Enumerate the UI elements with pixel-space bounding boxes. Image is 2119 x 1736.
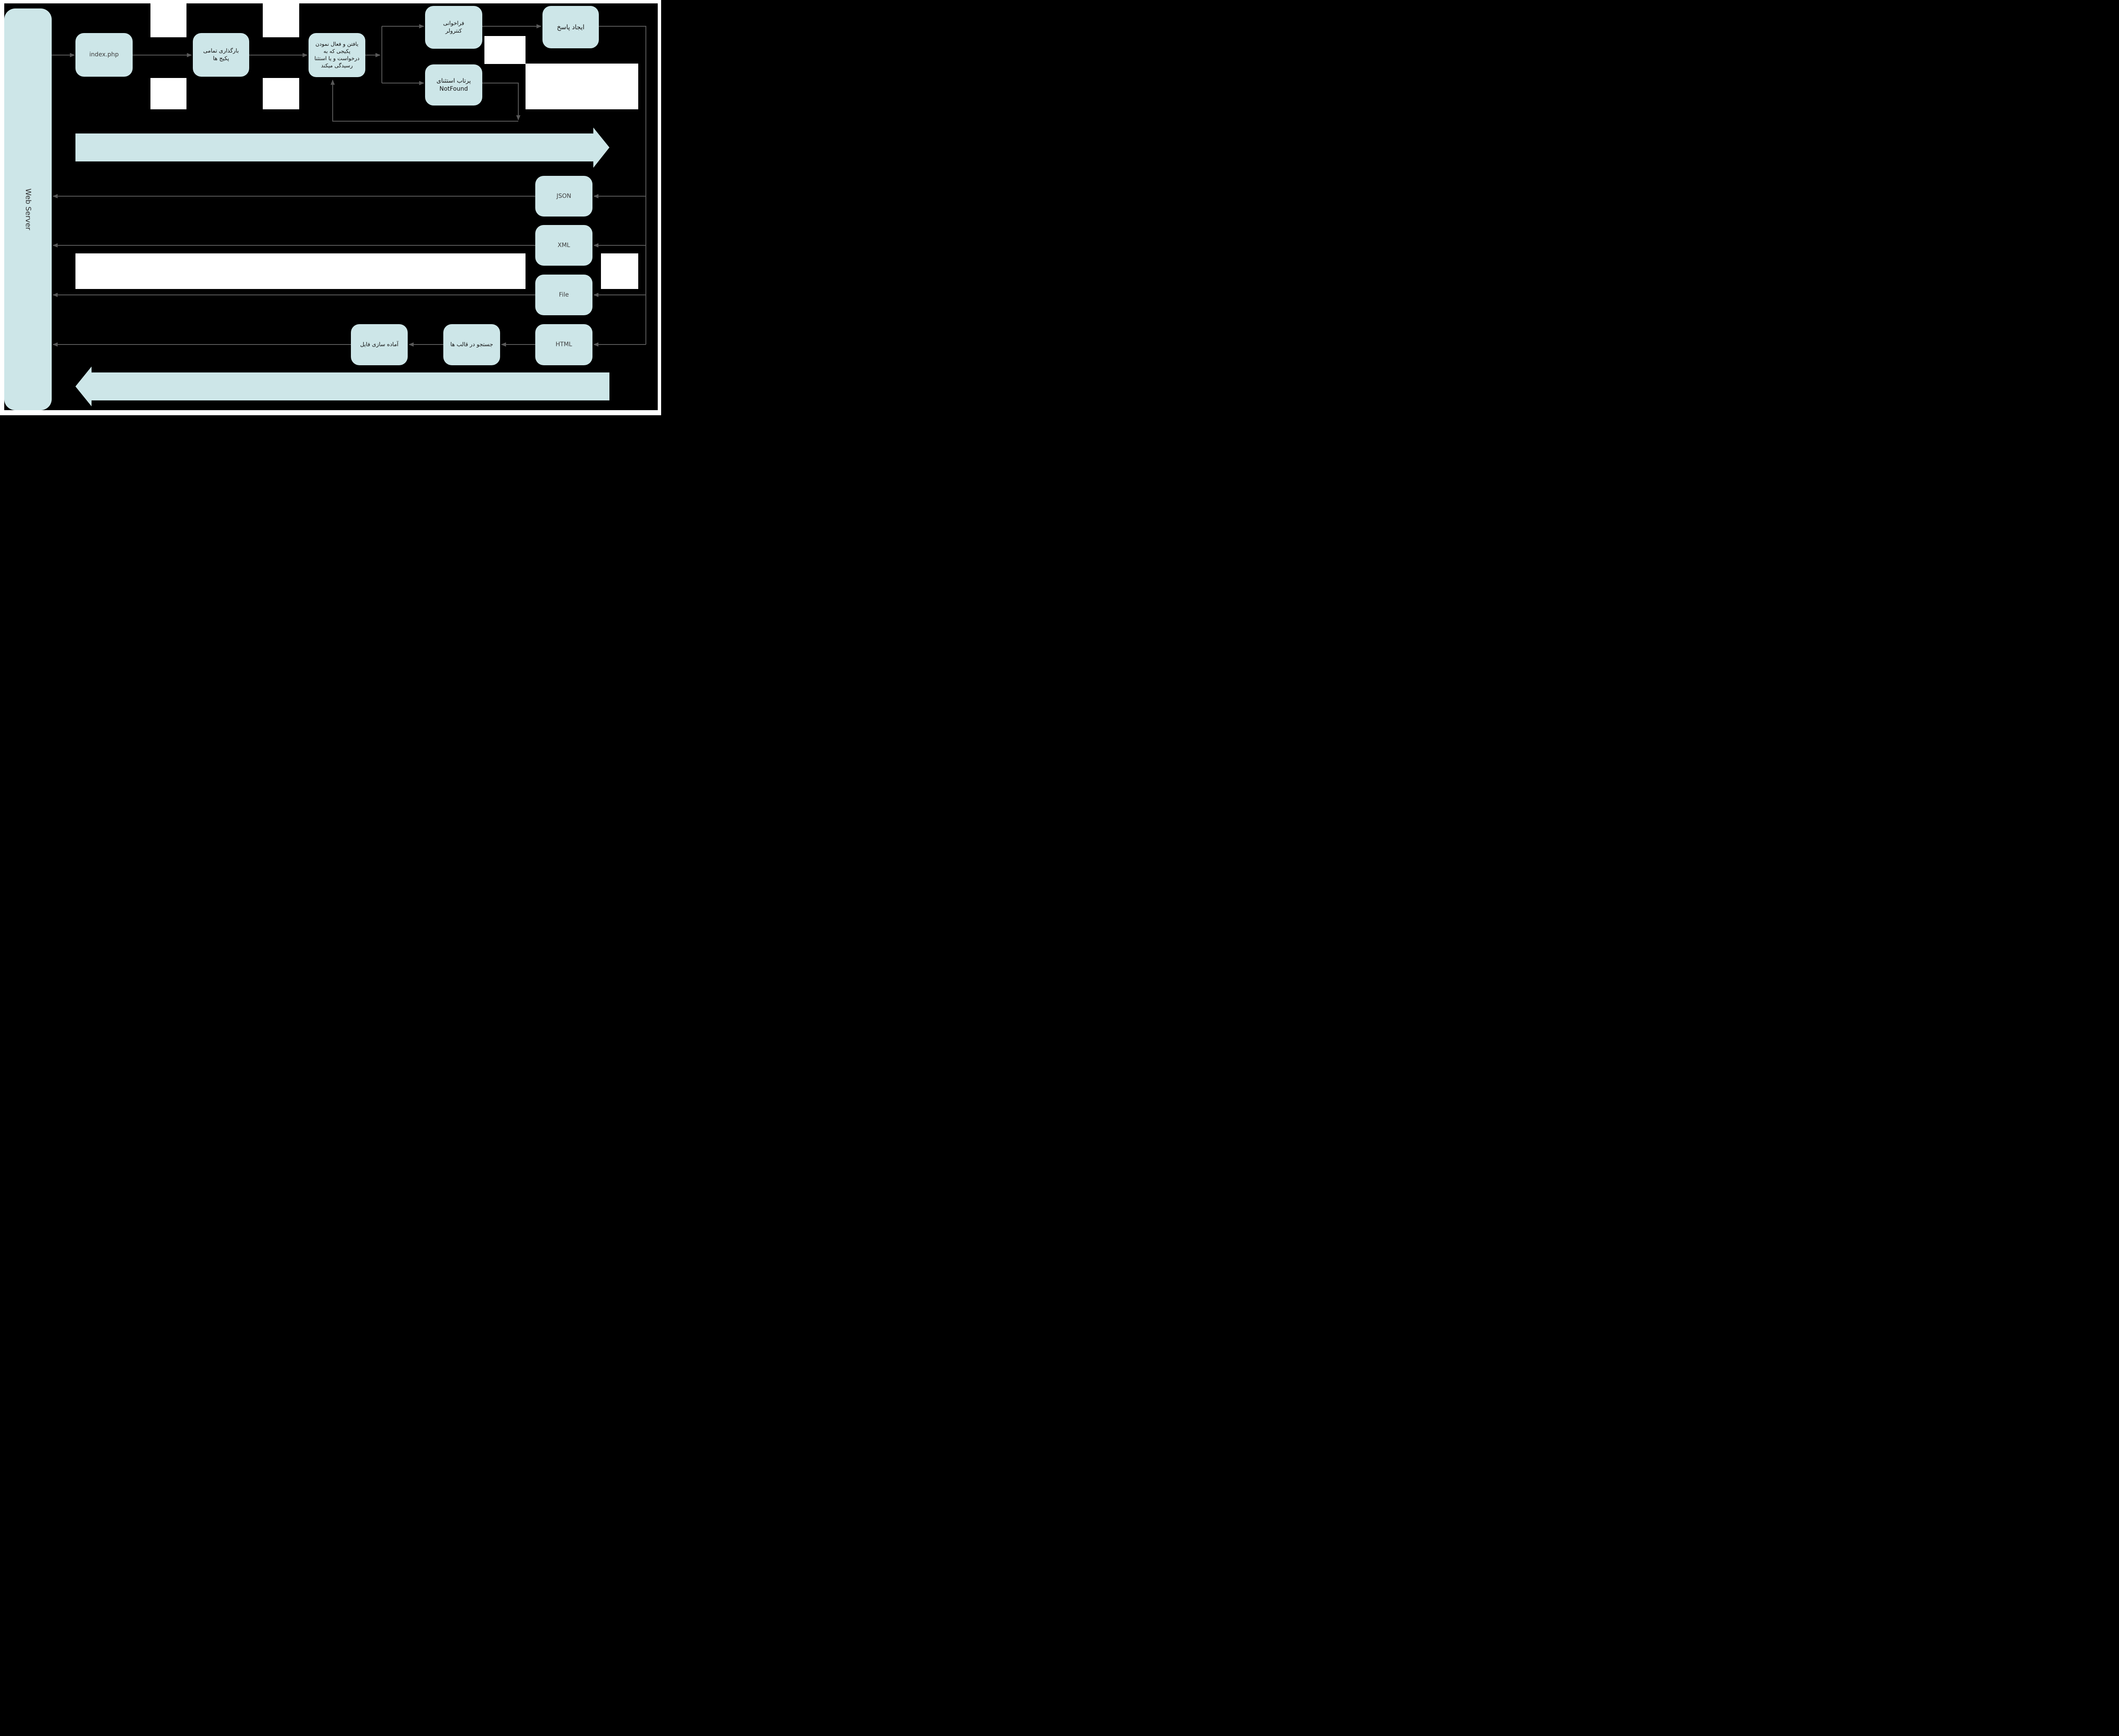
node-label: جستجو در قالب ها [450, 341, 493, 348]
background-patch [0, 0, 4, 415]
background-patch [658, 0, 661, 415]
node-label: File [559, 291, 569, 298]
background-patch [601, 253, 638, 289]
node-load-packages: بارگذاری تمامی پکیج ها [193, 33, 249, 77]
node-web-server: Web Server [4, 8, 52, 410]
edge-notfound-loop-out [482, 83, 520, 120]
background-patch [263, 3, 299, 37]
background-patch [150, 78, 186, 109]
node-search-templates: جستجو در قالب ها [443, 324, 500, 365]
background-patch [263, 78, 299, 109]
node-label: JSON [556, 192, 571, 200]
node-call-controller: فراخوانی کنترولر [425, 6, 482, 49]
connector-layer [52, 24, 646, 406]
node-find-activate-package: یافتن و فعال نمودن پکیجی که به درخواست و… [309, 33, 365, 77]
node-label: پرتاب استثنای NotFound [437, 77, 471, 92]
node-json: JSON [535, 176, 592, 217]
node-label: بارگذاری تمامی پکیج ها [203, 47, 239, 62]
node-label: HTML [556, 341, 572, 348]
background-patch [75, 253, 526, 289]
node-label: یافتن و فعال نمودن پکیجی که به درخواست و… [314, 41, 360, 69]
node-label: Web Server [24, 188, 32, 231]
node-label: index.php [89, 51, 119, 58]
return-flow-block-arrow-icon [75, 367, 609, 406]
background-patch [526, 64, 638, 109]
node-index-php: index.php [75, 33, 133, 77]
node-label: فراخوانی کنترولر [443, 20, 464, 34]
background-patch [0, 410, 661, 415]
node-create-response: ایجاد پاسخ [542, 6, 599, 48]
node-html: HTML [535, 324, 592, 365]
node-prepare-file: آماده سازی فایل [351, 324, 408, 365]
node-label: آماده سازی فایل [360, 341, 399, 348]
edge-loop-return-find [331, 80, 518, 122]
background-patch [0, 0, 661, 3]
edge-response-trunk [599, 26, 646, 344]
diagram-canvas: Web Server index.php بارگذاری تمامی پکیج… [0, 0, 661, 415]
background-patch [150, 3, 186, 37]
background-patch [484, 36, 526, 64]
node-label: ایجاد پاسخ [556, 23, 585, 31]
forward-flow-block-arrow-icon [75, 128, 609, 168]
node-label: XML [557, 242, 570, 249]
node-throw-notfound-exception: پرتاب استثنای NotFound [425, 64, 482, 106]
node-file: File [535, 275, 592, 315]
node-xml: XML [535, 225, 592, 266]
